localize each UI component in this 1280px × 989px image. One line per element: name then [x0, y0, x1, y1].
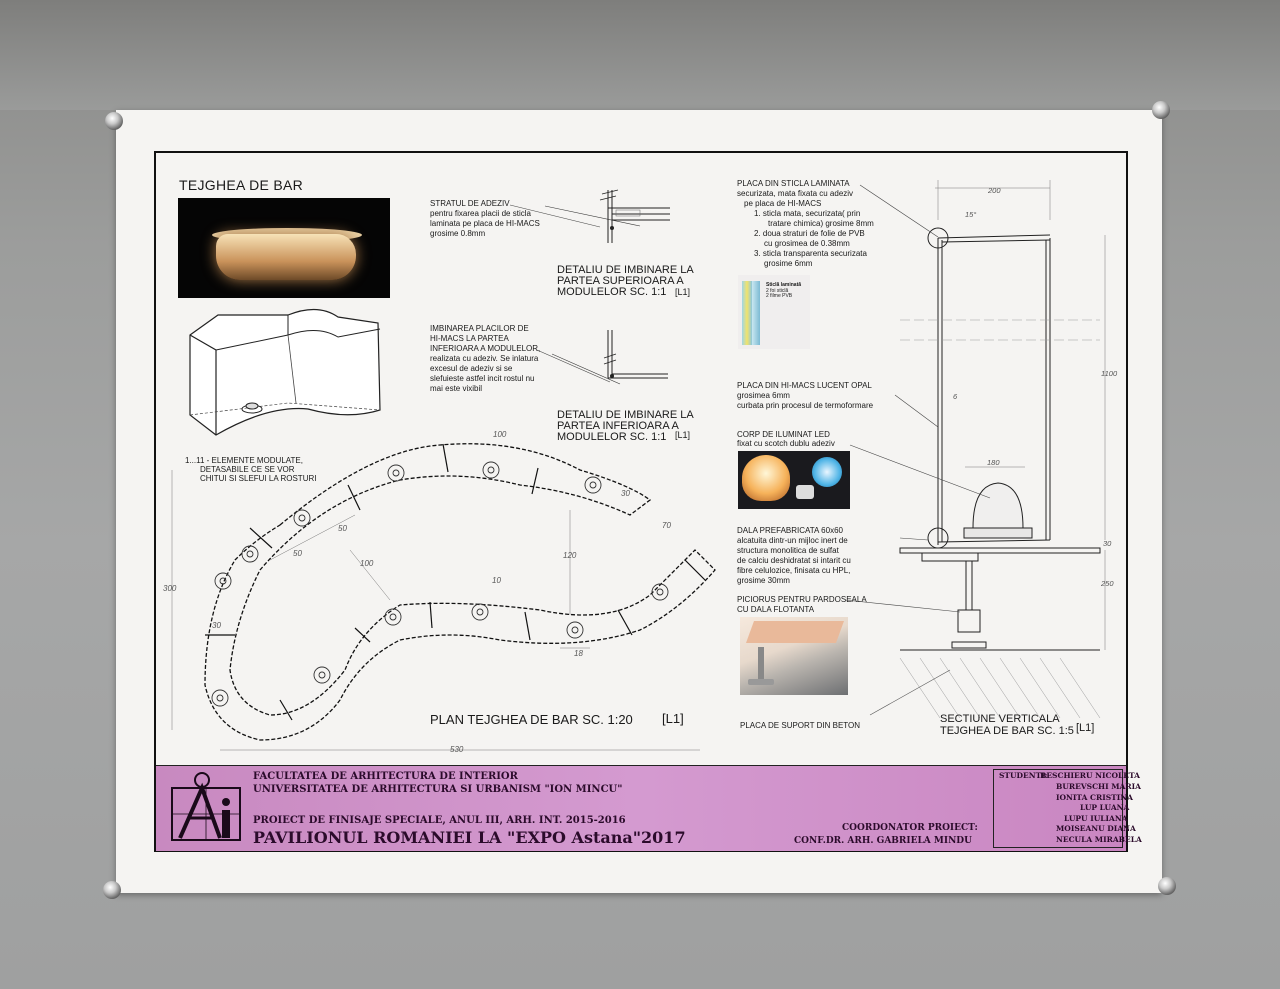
- bar-plan-drawing: [171, 443, 716, 751]
- module-axonometric: [189, 308, 381, 436]
- sheet-title: TEJGHEA DE BAR: [179, 177, 304, 193]
- drawing-frame: [154, 151, 1128, 852]
- vertical-section-drawing: [869, 180, 1106, 719]
- detail-top-joint: [544, 189, 670, 243]
- school-logo-icon: [171, 772, 241, 841]
- tb-coord-label: COORDONATOR PROIECT:: [842, 823, 978, 833]
- pin-bottom-right: [1158, 877, 1176, 895]
- plan-ref: [L1]: [662, 711, 684, 726]
- pin-top-right: [1152, 101, 1170, 119]
- laminated-glass-photo: Sticlă laminată 2 foi sticlă 2 filme PVB: [738, 275, 810, 349]
- led-light-photo: [738, 451, 850, 509]
- tb-faculty: FACULTATEA DE ARHITECTURA DE INTERIOR: [253, 771, 518, 782]
- raised-floor-photo: [740, 617, 848, 695]
- detail-bottom-joint: [551, 330, 668, 385]
- tb-university: UNIVERSITATEA DE ARHITECTURA SI URBANISM…: [253, 784, 623, 795]
- tb-project: PROIECT DE FINISAJE SPECIALE, ANUL III, …: [253, 815, 626, 826]
- title-block: [156, 765, 1126, 851]
- pin-top-left: [105, 112, 123, 130]
- tb-coordinator: CONF.DR. ARH. GABRIELA MINDU: [794, 836, 972, 846]
- wall-background: [0, 0, 1280, 110]
- tb-students-label: STUDENTI:: [999, 771, 1048, 780]
- note-beton: PLACA DE SUPORT DIN BETON: [740, 721, 861, 730]
- pin-bottom-left: [103, 881, 121, 899]
- bar-counter-photo: [178, 198, 390, 298]
- plan-label: PLAN TEJGHEA DE BAR SC. 1:20: [430, 712, 633, 727]
- tb-pavilion: PAVILIONUL ROMANIEI LA "EXPO Astana"2017: [253, 828, 686, 847]
- students-box: [993, 769, 1123, 848]
